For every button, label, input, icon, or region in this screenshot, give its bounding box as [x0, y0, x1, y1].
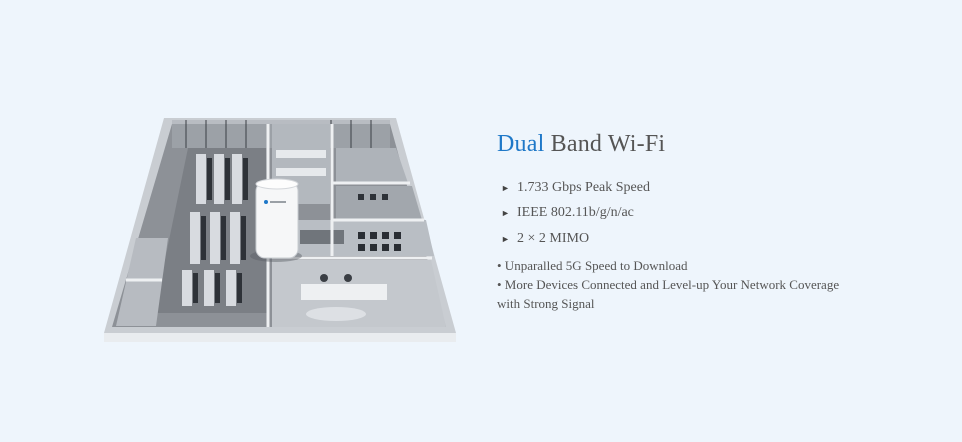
arrow-right-icon: ► [501, 208, 510, 219]
left-rooms [116, 238, 168, 326]
benefit-item: • Unparalled 5G Speed to Download [497, 257, 688, 273]
right-room-mid [336, 186, 422, 220]
feature-list: ► 1.733 Gbps Peak Speed ► IEEE 802.11b/g… [497, 175, 857, 252]
chairs [193, 158, 248, 303]
right-room-top [336, 148, 408, 183]
benefit-item: • More Devices Connected and Level-up Yo… [497, 276, 840, 311]
feature-item: ► IEEE 802.11b/g/n/ac [497, 201, 857, 227]
feature-panel: Dual Band Wi-Fi ► 1.733 Gbps Peak Speed … [497, 128, 857, 313]
arrow-right-icon: ► [501, 233, 510, 244]
reception-desk [301, 284, 387, 300]
headline-rest: Band Wi-Fi [544, 131, 666, 157]
headline-accent: Dual [497, 131, 545, 157]
floor-slab-edge [104, 333, 456, 342]
feature-text: 2 × 2 MIMO [517, 230, 590, 246]
feature-text: IEEE 802.11b/g/n/ac [517, 205, 634, 221]
feature-text: 1.733 Gbps Peak Speed [517, 179, 650, 195]
desk-rows [182, 154, 242, 306]
benefit-list: • Unparalled 5G Speed to Download • More… [497, 256, 857, 313]
arrow-right-icon: ► [501, 182, 510, 193]
feature-item: ► 2 × 2 MIMO [497, 226, 857, 252]
office-floorplan-illustration [96, 108, 468, 348]
headline: Dual Band Wi-Fi [497, 128, 857, 160]
router-device [250, 178, 302, 262]
feature-item: ► 1.733 Gbps Peak Speed [497, 175, 857, 201]
